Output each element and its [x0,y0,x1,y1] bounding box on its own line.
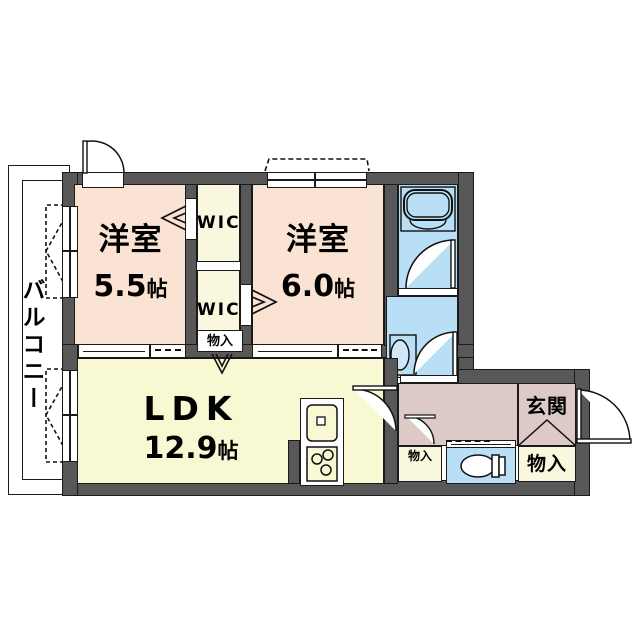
bedroom-left-sliding-door-dashed [150,344,186,358]
bedroom-right-name: 洋室 [286,222,350,258]
room-bedroom-right [252,184,384,346]
bedroom-right-window-handle [314,173,316,187]
balcony-label: バルコニー [18,278,44,413]
bedroom-left-area: 5.5帖 [74,272,187,302]
storage-center-label: 物入 [206,334,233,349]
balcony-sliding-door-lower-handle [63,414,77,416]
bathroom-door-threshold [398,288,458,296]
bedroom-right-sliding-door-dashed [338,344,382,358]
storage-hall-label: 物入 [407,449,432,463]
ldk-area-unit: 帖 [217,439,239,463]
wic-lower-door-opening[interactable] [240,284,252,326]
hall-window-dashed [446,438,490,444]
stove-icon [306,446,338,482]
balcony-sliding-door-upper-rail [69,206,71,298]
bedroom-left-area-value: 5.5 [93,269,147,304]
entrance-doma [518,383,576,446]
sink-icon [306,404,338,442]
wic-upper-label: WIC [197,213,241,233]
ldk-area-value: 12.9 [143,431,218,466]
wic-lower-label: WIC [197,300,241,320]
ldk-area: 12.9帖 [96,434,286,464]
bedroom-right-area-unit: 帖 [334,277,356,301]
bedroom-left-door-opening[interactable] [82,172,124,188]
wic-lower-door-arrow-icon [250,288,278,316]
balcony-sliding-door-lower-rail [69,370,71,462]
bedroom-right-sliding-door[interactable] [252,344,338,358]
bedroom-left-sliding-door[interactable] [78,344,150,358]
washroom-door-threshold [400,375,458,383]
storage-entry-label: 物入 [526,453,567,475]
closet-wic-upper [197,184,240,262]
storage-hall-door-icon[interactable] [404,414,436,446]
ldk-hall-door-icon[interactable] [352,385,398,433]
bedroom-right-awning [263,157,371,173]
bedroom-right-window-rail [267,179,367,181]
entrance-label: 玄関 [526,394,568,418]
bedroom-right-area-value: 6.0 [280,269,335,304]
washroom-jog [386,296,402,326]
bedroom-left-door-icon[interactable] [82,140,126,174]
balcony-sliding-door-upper-handle [63,250,77,252]
entrance-step-line [517,418,577,447]
closet-storage-hall [398,446,442,482]
closet-storage-entry [518,446,576,482]
wic-upper-door-opening[interactable] [185,198,197,240]
kitchen-back-wall [288,440,300,484]
bedroom-right-area: 6.0帖 [252,272,384,302]
entrance-door-icon[interactable] [576,388,632,446]
wic-upper-door-arrow-icon [160,204,188,232]
closet-storage-center [197,330,243,352]
room-bedroom-left [74,184,187,346]
bedroom-left-name: 洋室 [98,222,163,258]
toilet-icon [458,452,510,480]
bathtub-icon [400,186,456,232]
bedroom-left-area-unit: 帖 [146,277,168,301]
bathroom-door-icon[interactable] [404,238,456,290]
washroom-door-icon[interactable] [412,330,458,378]
ldk-name: LDK [143,389,239,428]
storage-center-open-marker [210,353,233,375]
